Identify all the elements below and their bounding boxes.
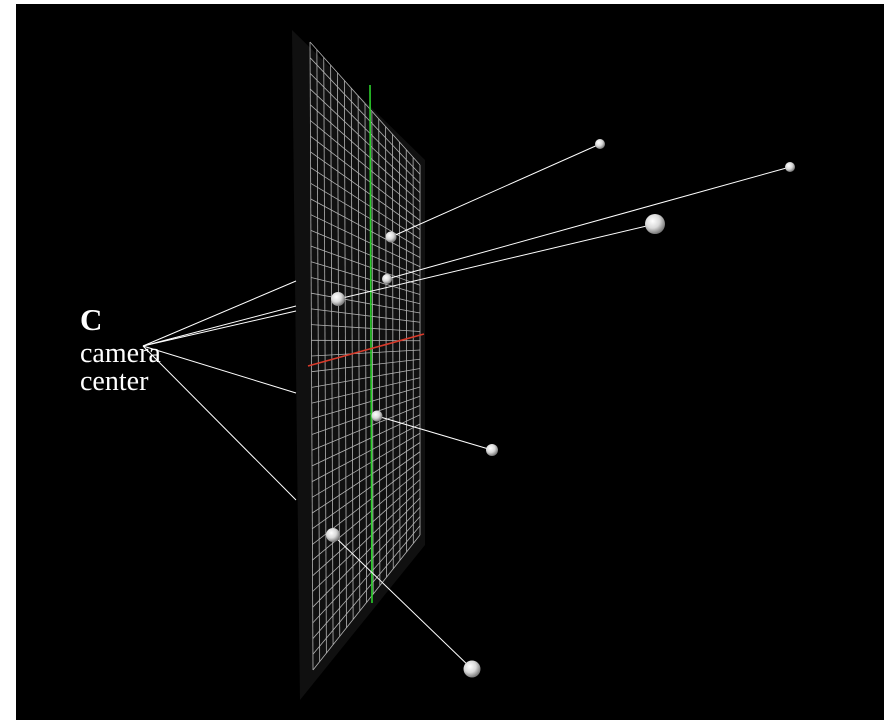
image-plane-backing [292, 30, 425, 700]
grid-column-line [398, 141, 401, 561]
scene-point [463, 660, 481, 678]
grid-column-line [309, 41, 314, 671]
grid-column-line [337, 72, 341, 637]
camera-ray [142, 310, 297, 347]
image-point [326, 528, 340, 542]
grid-column-line [371, 111, 374, 595]
horizontal-axis [307, 333, 425, 367]
grid-column-line [316, 49, 321, 662]
grid-column-line [330, 65, 334, 645]
camera-ray [142, 280, 297, 347]
scene-point [785, 162, 795, 172]
grid-column-line [385, 126, 387, 578]
camera-ray [142, 345, 297, 394]
projection-scene [142, 30, 795, 700]
grid-column-line [392, 134, 394, 569]
projection-ray [376, 415, 493, 451]
grid-column-line [343, 80, 347, 628]
scene-point [486, 444, 498, 456]
camera-ray [142, 305, 297, 347]
camera-center-symbol: C [80, 302, 103, 337]
3d-viewport [16, 4, 884, 720]
grid-column-line [323, 57, 327, 654]
camera-ray [142, 345, 297, 501]
grid-column-line [378, 118, 381, 586]
image-point [382, 274, 392, 284]
scene-point [595, 139, 605, 149]
projection-ray [390, 143, 601, 238]
scene-point [645, 214, 665, 234]
image-point [385, 231, 397, 243]
image-plane-grid [309, 41, 421, 671]
vertical-axis [369, 84, 373, 604]
projection-ray [332, 534, 473, 670]
projection-ray [386, 166, 791, 280]
camera-label: camera [80, 338, 161, 369]
center-label: center [80, 366, 149, 397]
projection-ray [337, 223, 656, 300]
grid-column-line [357, 95, 361, 611]
image-point [371, 410, 383, 422]
image-point [331, 292, 345, 306]
grid-column-line [364, 103, 367, 603]
